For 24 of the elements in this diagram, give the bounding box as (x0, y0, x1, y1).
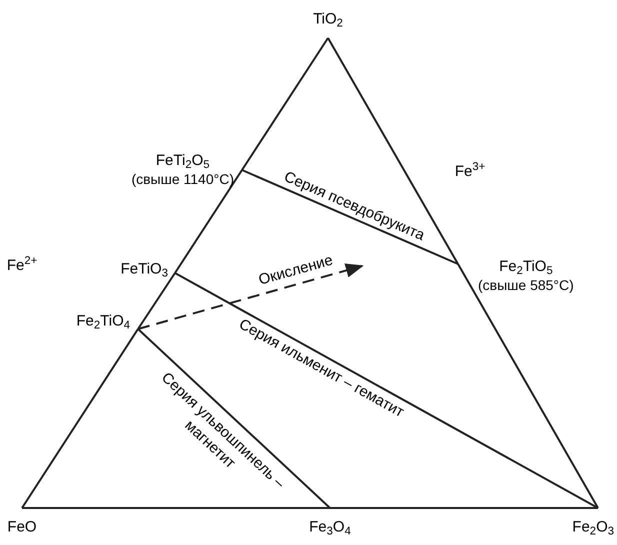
line (330, 507, 598, 509)
formula-label: Fe$_{2}$O$_{3}$ (572, 518, 614, 538)
temperature-note: (свыше 1140°C) (131, 170, 234, 188)
line (242, 169, 458, 265)
line (327, 38, 459, 264)
line (174, 169, 243, 274)
formula-label: Fe$_{2}$TiO$_{4}$ (76, 312, 130, 332)
line (21, 328, 139, 509)
line (137, 272, 176, 330)
line (241, 37, 329, 171)
formula-label: Fe$_{2}$TiO$_{5}$ (499, 258, 553, 277)
arrow (138, 263, 364, 330)
line (22, 507, 330, 509)
ion-label: Fe$^{2+}$ (6, 254, 38, 276)
line (137, 328, 331, 509)
temperature-note: (свыше 585°C) (478, 276, 574, 294)
formula-label: FeTiO$_{3}$ (120, 260, 168, 280)
ion-label: Fe$^{3+}$ (454, 160, 486, 182)
formula-label: Fe$_{3}$O$_{4}$ (309, 518, 351, 538)
formula-label: FeTi$_{2}$O$_{5}$ (156, 152, 210, 171)
line (174, 272, 598, 509)
formula-label: FeO (7, 518, 37, 538)
line (457, 264, 599, 508)
formula-label: TiO$_{2}$ (313, 10, 343, 30)
